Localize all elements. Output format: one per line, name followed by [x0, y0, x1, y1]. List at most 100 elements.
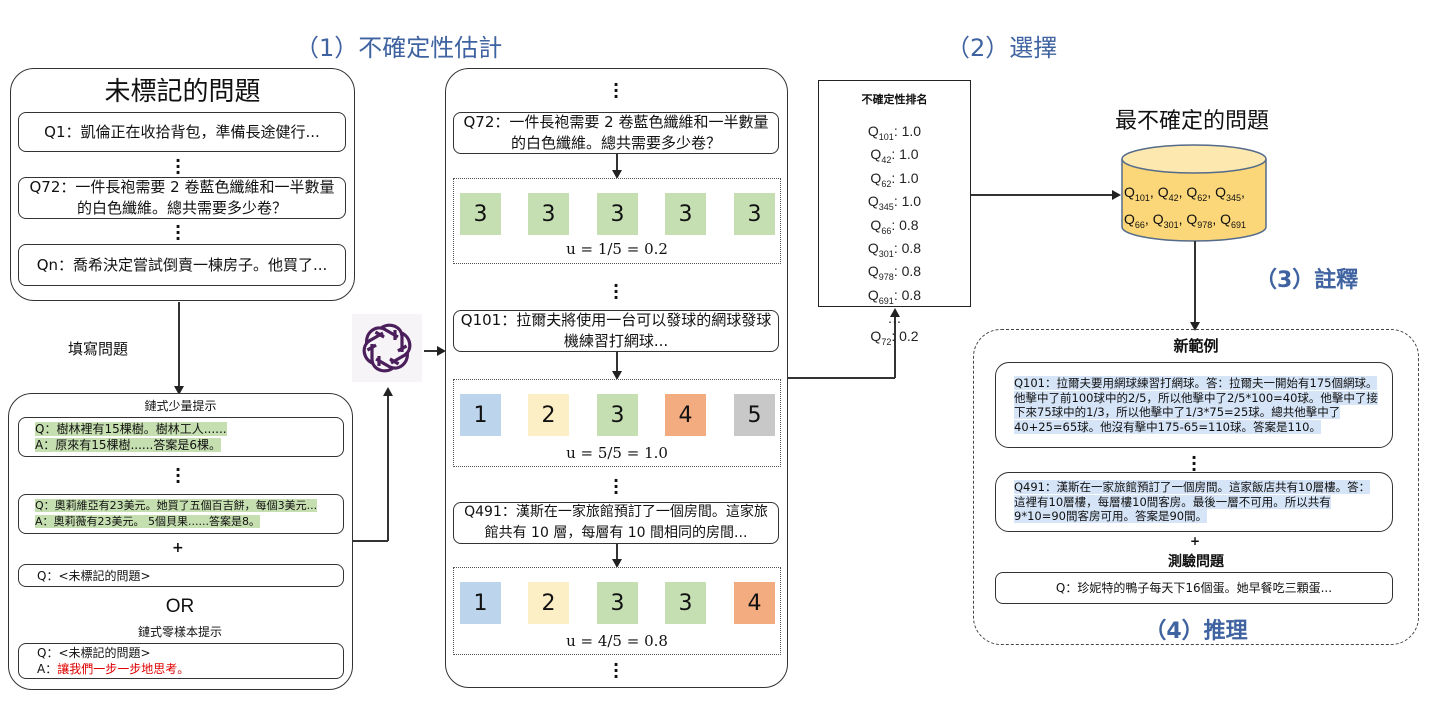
most-uncertain-row: Q66, Q301, Q978, Q691	[1124, 210, 1247, 230]
ranking-row: Q345: 1.0	[867, 193, 922, 212]
question-box-q72: Q72：一件長袍需要 2 卷藍色纖維和一半數量的白色纖維。總共需要多少卷？	[18, 177, 346, 219]
zero-shot-title: 鏈式零樣本提示	[137, 625, 222, 639]
sampled-answers-group: 1 2 3 4 5 u = 5/5 = 1.0	[453, 379, 781, 467]
arrow-down-icon	[612, 371, 622, 380]
ranking-row: Q62: 1.0	[870, 169, 919, 189]
zero-shot-answer-prefix: A：	[37, 662, 58, 676]
answer-square: 3	[597, 582, 638, 624]
uncertainty-value: u = 4/5 = 0.8	[566, 632, 668, 650]
answer-square: 1	[460, 394, 501, 436]
test-question-title: 測驗問題	[1168, 554, 1224, 570]
estimation-question-q72: Q72：一件長袍需要 2 卷藍色纖維和一半數量的白色纖維。總共需要多少卷？	[453, 112, 779, 154]
answer-square: 2	[528, 582, 569, 624]
ellipsis-vertical: ···	[174, 460, 182, 491]
sampled-answers-group: 3 3 3 3 3 u = 1/5 = 0.2	[453, 178, 781, 264]
test-question-box: Q：珍妮特的鴨子每天下16個蛋。她早餐吃三顆蛋...	[995, 572, 1393, 604]
fill-question-label: 填寫問題	[68, 340, 129, 358]
ellipsis-vertical: ···	[1190, 448, 1198, 479]
sampled-answers-group: 1 2 3 3 4 u = 4/5 = 0.8	[453, 567, 781, 655]
answer-square: 4	[665, 394, 706, 436]
answer-square: 1	[460, 582, 501, 624]
unlabeled-questions-title: 未標記的問題	[104, 77, 261, 107]
database-cylinder-icon	[1121, 144, 1267, 242]
zero-shot-question: Q：<未標記的問題>	[37, 646, 151, 660]
arrow-down-icon	[612, 170, 622, 179]
example-question: Q：奧莉維亞有23美元。她買了五個百吉餅，每個3美元...	[35, 499, 318, 512]
connector-line	[1194, 241, 1196, 323]
unlabeled-query-box: Q：<未標記的問題>	[18, 564, 344, 587]
new-example-q101: Q101：拉爾夫要用網球練習打網球。答：拉爾夫一開始有175個網球。他擊中了前1…	[995, 362, 1393, 448]
answer-square: 3	[734, 193, 775, 235]
connector-line	[616, 154, 618, 170]
answer-square: 3	[597, 394, 638, 436]
ranking-row: Q101: 1.0	[867, 123, 922, 142]
answer-square: 3	[460, 193, 501, 235]
arrow-up-icon	[383, 387, 393, 396]
ellipsis-vertical: ···	[612, 471, 620, 502]
connector-line	[894, 316, 896, 378]
few-shot-title: 鏈式少量提示	[144, 399, 217, 413]
estimation-question-q491: Q491：漢斯在一家旅館預訂了一個房間。這家旅館共有 10 層，每層有 10 間…	[453, 502, 779, 544]
connector-line	[178, 302, 180, 386]
new-example-q491: Q491：漢斯在一家旅館預訂了一個房間。這家飯店共有10層樓。答：這裡有10層樓…	[995, 472, 1393, 532]
most-uncertain-list: Q101, Q42, Q62, Q345, Q66, Q301, Q978, Q…	[1124, 182, 1246, 236]
most-uncertain-title: 最不確定的問題	[1115, 109, 1270, 134]
example-text: Q491：漢斯在一家旅館預訂了一個房間。這家飯店共有10層樓。答：這裡有10層樓…	[1014, 480, 1371, 524]
ellipsis-vertical: ···	[612, 75, 620, 106]
example-question: Q：樹林裡有15棵樹。樹林工人......	[35, 422, 227, 436]
arrow-right-icon	[1112, 190, 1121, 200]
answer-square: 4	[734, 582, 775, 624]
answer-square: 5	[734, 394, 775, 436]
estimation-question-q101: Q101：拉爾夫將使用一台可以發球的網球發球機練習打網球...	[453, 310, 779, 352]
ranking-row: Q66: 0.8	[870, 216, 919, 236]
zero-shot-box: Q：<未標記的問題> A：讓我們一步一步地思考。	[18, 643, 344, 679]
ranking-row: Q691: 0.8	[867, 286, 922, 306]
stage-title-annotation: （3）註釋	[1255, 268, 1359, 293]
answer-square: 3	[597, 193, 638, 235]
most-uncertain-row: Q101, Q42, Q62, Q345,	[1124, 184, 1245, 203]
plus-sign: +	[172, 540, 184, 556]
example-answer: A：原來有15棵樹......答案是6棵。	[35, 438, 222, 452]
new-examples-title: 新範例	[1173, 337, 1219, 355]
answer-square: 3	[665, 193, 706, 235]
connector-line	[971, 194, 1113, 196]
ellipsis-vertical: ···	[174, 217, 182, 248]
ranking-row: Q42: 1.0	[870, 146, 919, 166]
arrow-up-icon	[890, 308, 900, 317]
uncertainty-value: u = 1/5 = 0.2	[566, 240, 668, 258]
plus-sign: +	[1190, 534, 1201, 548]
uncertainty-value: u = 5/5 = 1.0	[566, 444, 668, 462]
connector-line	[788, 377, 895, 379]
ranking-ellipsis: …	[887, 310, 902, 327]
ellipsis-vertical: ···	[612, 276, 620, 307]
arrow-down-icon	[174, 386, 184, 395]
connector-line	[616, 544, 618, 559]
connector-line	[353, 540, 388, 542]
llm-logo	[352, 314, 422, 382]
connector-line	[424, 350, 438, 352]
openai-logo-icon	[362, 323, 412, 373]
answer-square: 3	[528, 193, 569, 235]
connector-line	[387, 395, 389, 541]
arrow-right-icon	[437, 346, 446, 356]
stage-title-selection: （2）選擇	[946, 34, 1058, 62]
connector-line	[616, 352, 618, 371]
question-box-q1: Q1：凱倫正在收拾背包，準備長途健行...	[18, 112, 346, 152]
answer-square: 3	[665, 582, 706, 624]
ranking-title: 不確定性排名	[861, 93, 928, 106]
example-text: Q101：拉爾夫要用網球練習打網球。答：拉爾夫一開始有175個網球。他擊中了前1…	[1014, 376, 1378, 434]
answer-square: 2	[528, 394, 569, 436]
few-shot-example-2: Q：奧莉維亞有23美元。她買了五個百吉餅，每個3美元... A：奧莉薇有23美元…	[18, 494, 344, 534]
example-answer: A：奧莉薇有23美元。 5個貝果......答案是8。	[35, 515, 260, 528]
ellipsis-vertical: ···	[612, 655, 620, 686]
or-label: OR	[165, 596, 195, 617]
arrow-down-icon	[1190, 322, 1200, 331]
ranking-row: Q301: 0.8	[867, 239, 922, 259]
zero-shot-answer-text: 讓我們一步一步地思考。	[57, 662, 190, 676]
question-box-qn: Qn：喬希決定嘗試倒賣一棟房子。他買了...	[18, 244, 346, 286]
arrow-down-icon	[612, 559, 622, 568]
new-examples-panel: 新範例	[973, 329, 1419, 645]
stage-title-estimation: （1）不確定性估計	[295, 34, 503, 62]
